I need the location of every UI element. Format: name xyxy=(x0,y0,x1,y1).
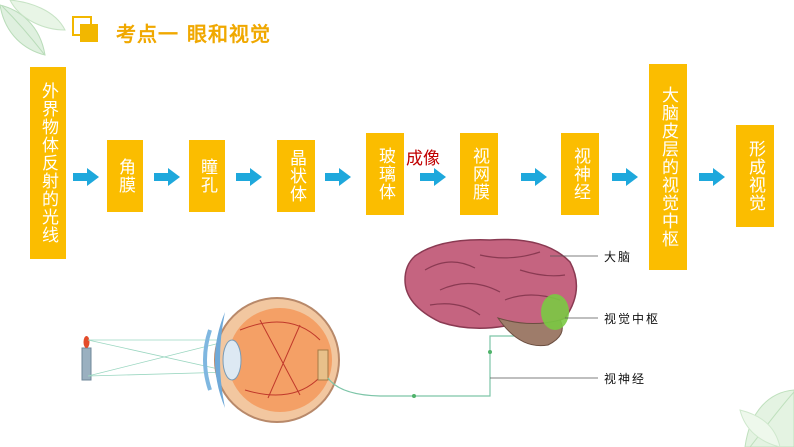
flow-arrow-icon xyxy=(236,168,262,186)
leader-lines xyxy=(490,255,598,379)
imaging-note: 成像 xyxy=(406,149,440,169)
flow-arrow-icon xyxy=(612,168,638,186)
label-optic-nerve: 视神经 xyxy=(604,372,647,386)
optic-pathway xyxy=(327,335,520,397)
eyeball-cross-section xyxy=(203,297,340,423)
label-brain: 大脑 xyxy=(604,250,633,264)
flow-step-vision-formed: 形成视觉 xyxy=(736,125,774,227)
label-visual-center: 视觉中枢 xyxy=(604,312,661,326)
page-title: 考点一 眼和视觉 xyxy=(116,22,271,46)
brain-icon xyxy=(404,238,578,347)
candle-icon xyxy=(81,336,92,381)
flow-step-visual-cortex: 大脑皮层的视觉中枢 xyxy=(649,64,687,270)
flow-step-cornea: 角膜 xyxy=(107,140,143,212)
flow-step-label: 视网膜 xyxy=(469,147,489,201)
flow-step-label: 外界物体反射的光线 xyxy=(38,82,58,244)
eye-brain-illustration xyxy=(81,238,598,423)
flow-step-vitreous: 玻璃体 xyxy=(366,133,404,215)
flow-arrow-icon xyxy=(73,168,99,186)
leaf-decoration-bottom-right xyxy=(739,389,794,447)
leaf-decoration-top-left xyxy=(0,0,66,56)
flow-step-external-light: 外界物体反射的光线 xyxy=(30,67,66,259)
flow-arrow-icon xyxy=(699,168,725,186)
flow-step-pupil: 瞳孔 xyxy=(189,140,225,212)
flow-step-label: 大脑皮层的视觉中枢 xyxy=(658,86,678,248)
flow-arrow-icon xyxy=(154,168,180,186)
flow-step-label: 晶状体 xyxy=(286,149,306,203)
flow-step-label: 视神经 xyxy=(570,147,590,201)
square-bullet-icon xyxy=(72,16,102,46)
flow-step-lens: 晶状体 xyxy=(277,140,315,212)
flow-step-optic-nerve: 视神经 xyxy=(561,133,599,215)
flow-step-label: 玻璃体 xyxy=(375,147,395,201)
flow-step-label: 瞳孔 xyxy=(197,158,217,194)
flow-arrow-icon xyxy=(325,168,351,186)
flow-arrow-icon xyxy=(420,168,446,186)
flow-step-retina: 视网膜 xyxy=(460,133,498,215)
flow-arrow-icon xyxy=(521,168,547,186)
flow-step-label: 形成视觉 xyxy=(745,140,765,212)
flow-step-label: 角膜 xyxy=(115,158,135,194)
